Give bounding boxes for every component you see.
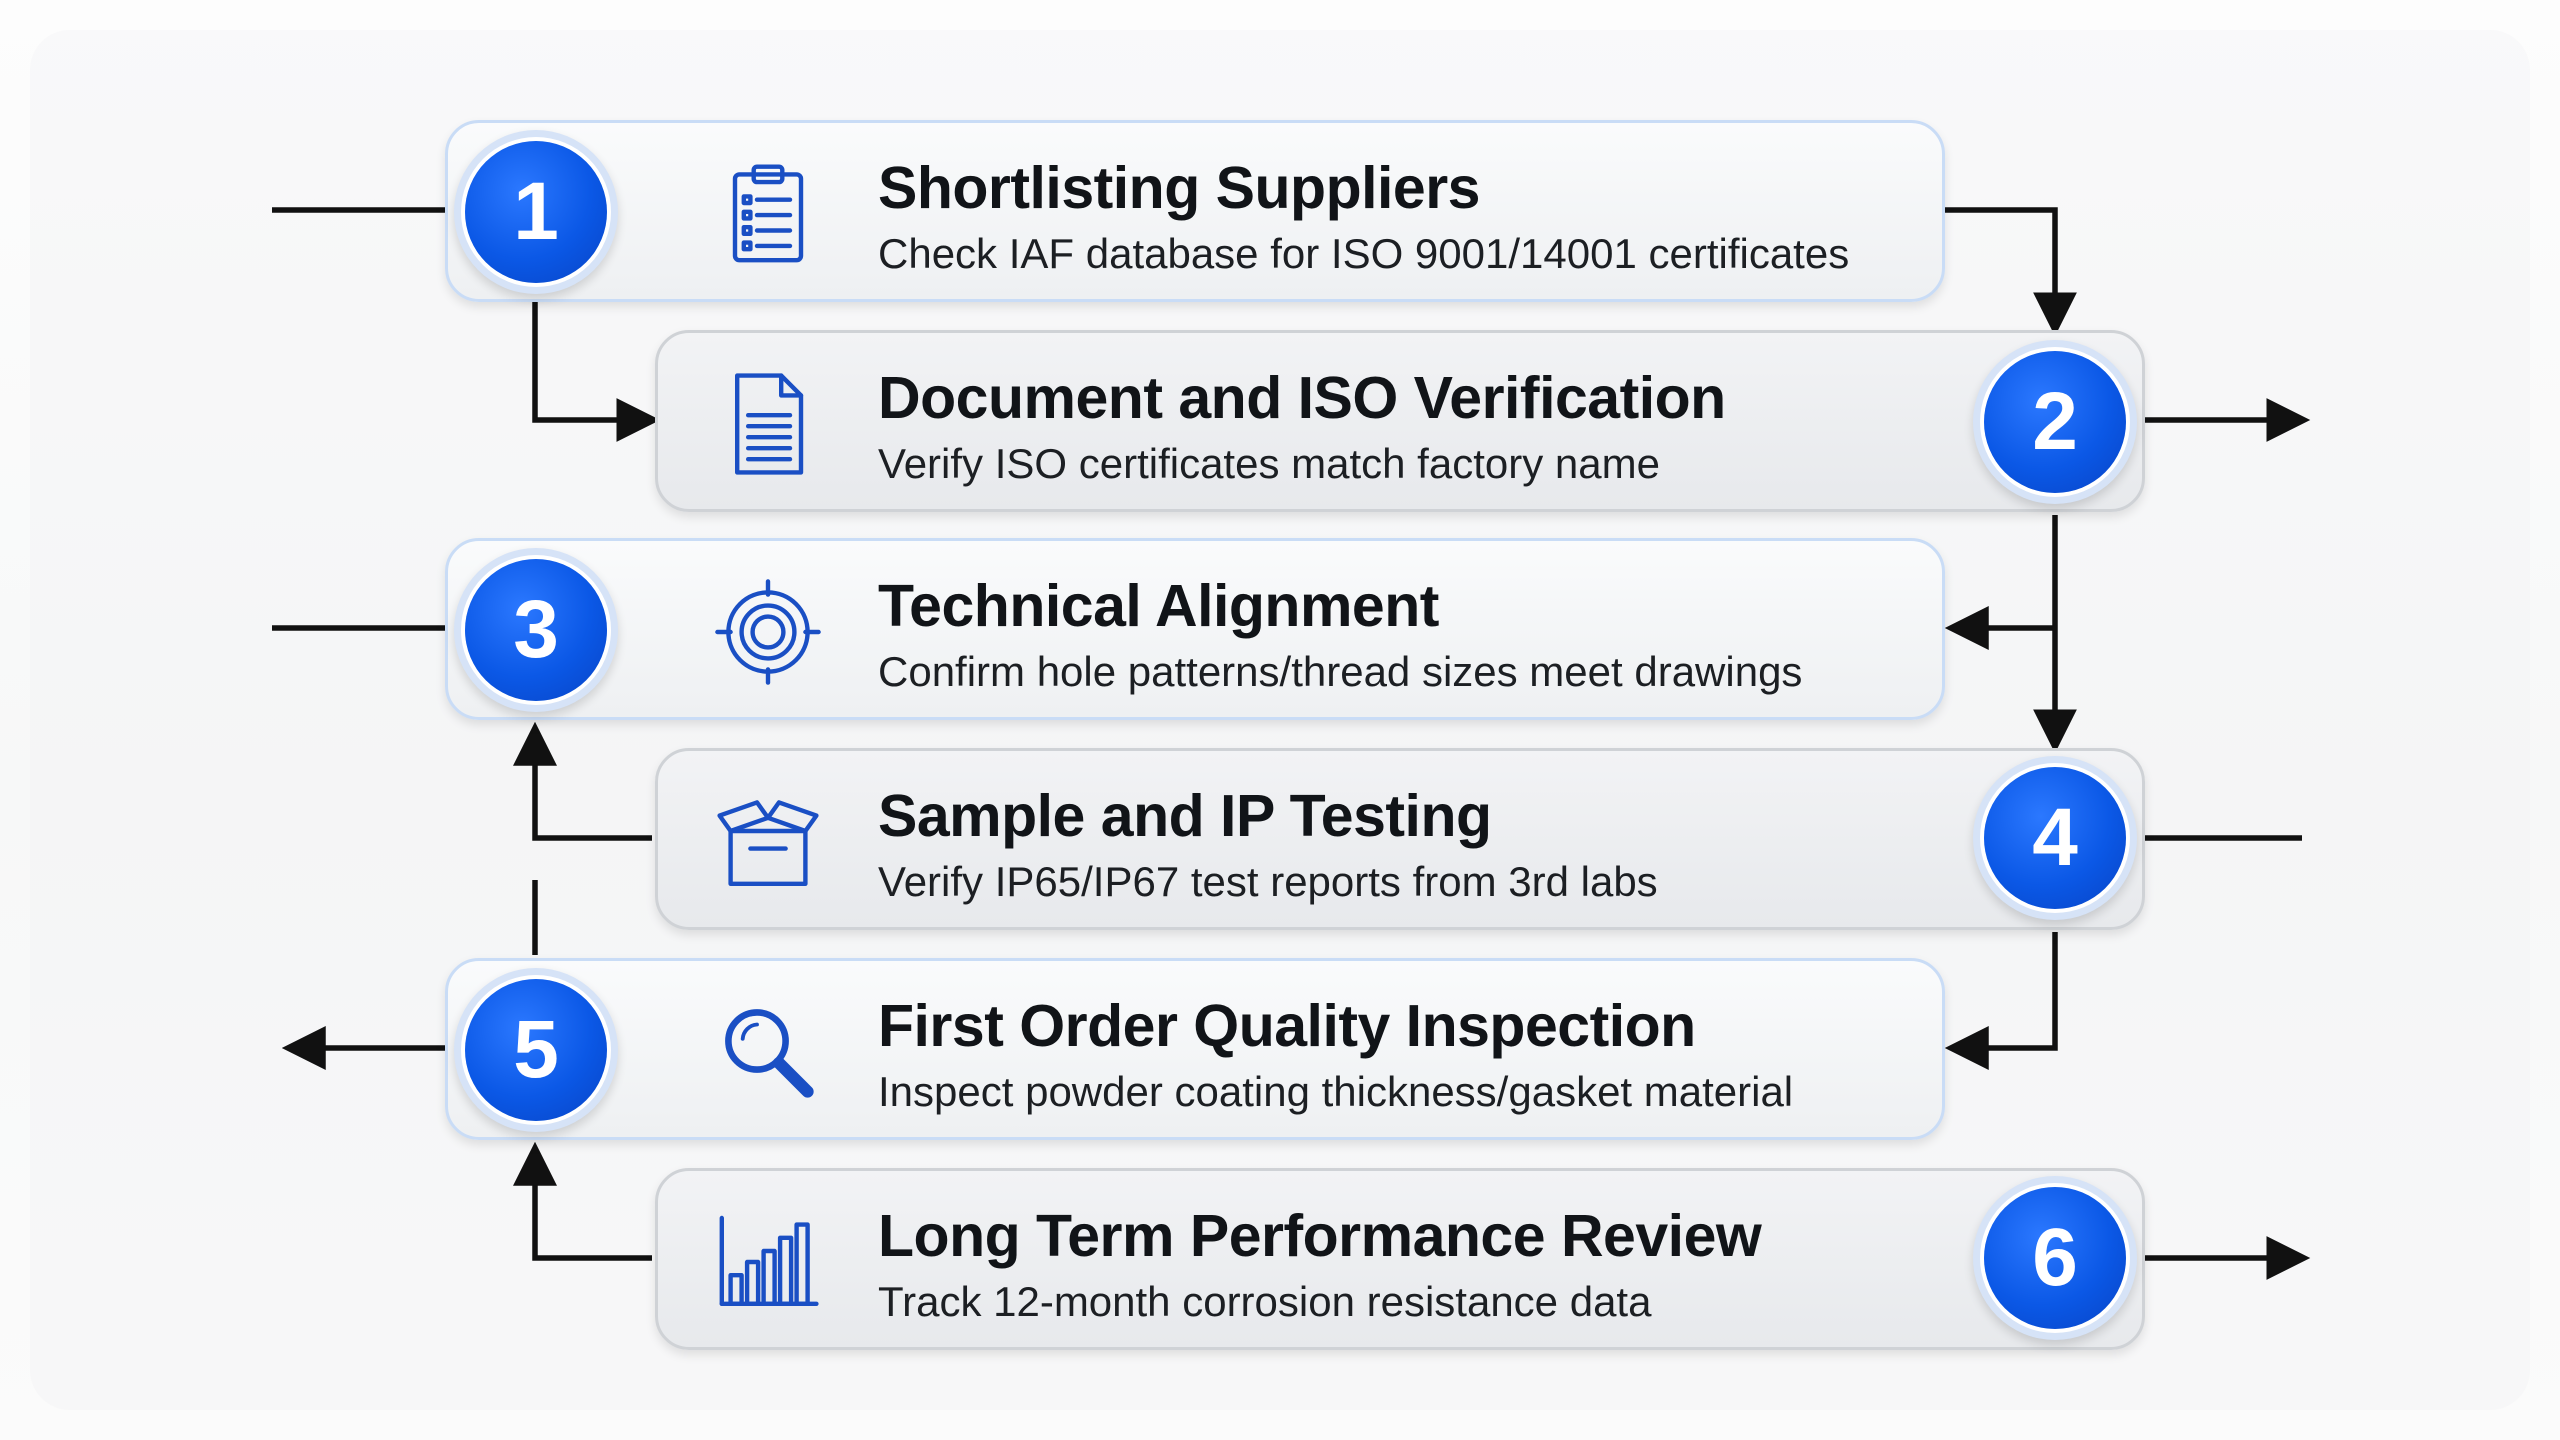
magnifier-icon <box>725 1009 814 1098</box>
clipboard-list-icon <box>732 164 804 263</box>
step-badge-6: 6 <box>1984 1187 2126 1329</box>
step-description: Verify ISO certificates match factory na… <box>878 440 1660 487</box>
step-title: Sample and IP Testing <box>878 783 1492 849</box>
step-badge-5: 5 <box>465 979 607 1121</box>
document-icon <box>735 373 804 475</box>
box-icon <box>717 800 819 886</box>
step-card-4: Sample and IP Testing Verify IP65/IP67 t… <box>655 748 2145 930</box>
step-card-3: Technical Alignment Confirm hole pattern… <box>445 538 1945 720</box>
step-description: Inspect powder coating thickness/gasket … <box>878 1068 1794 1115</box>
connector-4-to-3 <box>513 721 652 841</box>
step-description: Verify IP65/IP67 test reports from 3rd l… <box>878 858 1658 905</box>
step-badge-3: 3 <box>465 559 607 701</box>
target-gear-icon <box>715 579 821 685</box>
step-title: Shortlisting Suppliers <box>878 155 1481 221</box>
step-title: Document and ISO Verification <box>878 365 1726 431</box>
step-title: First Order Quality Inspection <box>878 993 1696 1059</box>
connector-1-to-2 <box>532 300 661 442</box>
connector-1-to-2-right <box>1945 207 2077 337</box>
step-card-5: First Order Quality Inspection Inspect p… <box>445 958 1945 1140</box>
step-card-2: Document and ISO Verification Verify ISO… <box>655 330 2145 512</box>
step-badge-2: 2 <box>1984 351 2126 493</box>
step-card-6: Long Term Performance Review Track 12-mo… <box>655 1168 2145 1350</box>
step-description: Track 12-month corrosion resistance data <box>878 1278 1652 1325</box>
step-description: Confirm hole patterns/thread sizes meet … <box>878 648 1803 695</box>
step-card-1: Shortlisting Suppliers Check IAF databas… <box>445 120 1945 302</box>
step-description: Check IAF database for ISO 9001/14001 ce… <box>878 230 1850 277</box>
step-badge-1: 1 <box>465 141 607 283</box>
step-badge-4: 4 <box>1984 767 2126 909</box>
step-title: Long Term Performance Review <box>878 1203 1762 1269</box>
step-title: Technical Alignment <box>878 573 1439 639</box>
connector-4-to-5 <box>1944 932 2058 1070</box>
bar-chart-icon <box>719 1215 819 1306</box>
connector-6-to-5 <box>513 1141 652 1261</box>
